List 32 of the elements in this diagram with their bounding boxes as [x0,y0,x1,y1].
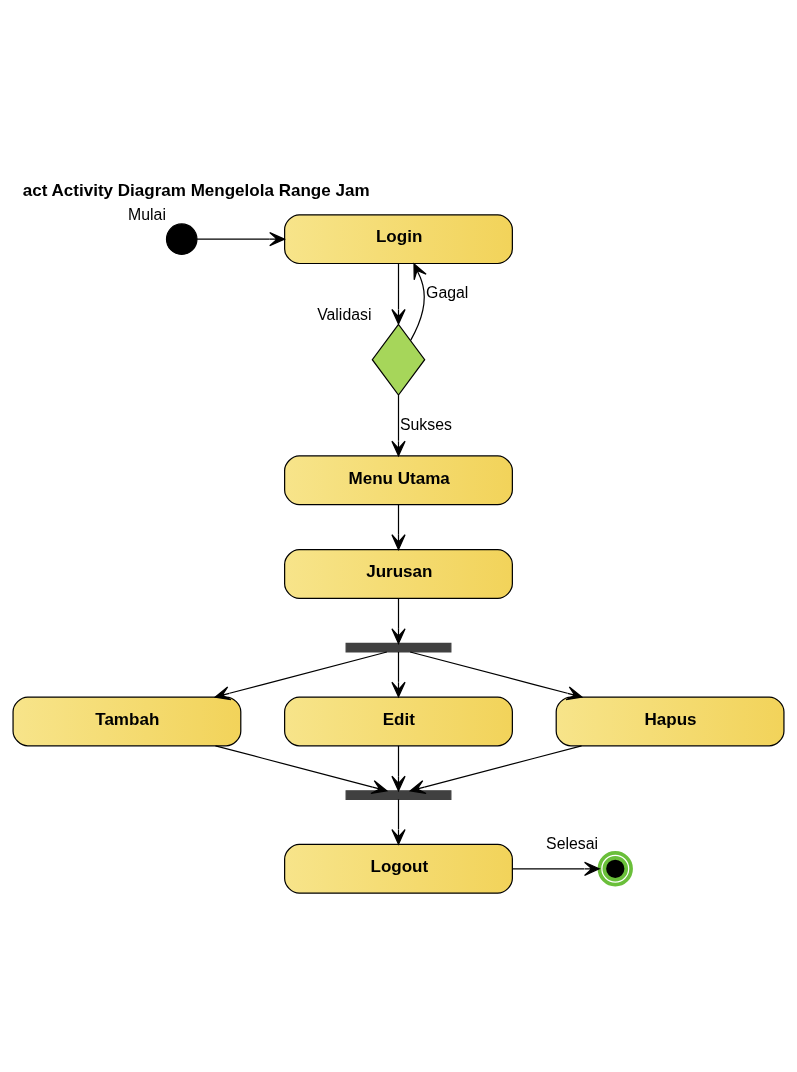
node-box: Hapus [555,696,785,747]
node-bar [345,642,452,653]
arrow [409,651,583,701]
arrow [391,263,406,325]
node-label: Mulai [128,205,166,223]
node-box: Login [284,214,513,265]
node-box: Jurusan [284,549,513,599]
arrow [410,263,427,341]
arrow [391,598,406,645]
arrow [391,394,406,457]
node-box: Edit [284,696,513,747]
node-box: Menu Utama [284,455,513,506]
diagram-title: act Activity Diagram Mengelola Range Jam [22,181,370,201]
node-bar [345,790,452,800]
arrow [196,231,285,247]
node-box: Tambah [12,696,242,747]
arrow [391,798,406,845]
node-box: Logout [284,843,513,894]
node-diamond [371,323,426,397]
arrow [409,745,583,795]
arrow [391,745,406,792]
node-label: Selesai [546,834,598,852]
node-circle [597,851,633,887]
arrow [391,504,406,550]
arrow [214,651,388,701]
node-label: Validasi [317,306,372,324]
arrow [214,745,388,795]
node-circle [165,223,198,255]
edge-label: Sukses [399,415,452,433]
arrow [391,651,406,698]
arrow [511,861,600,876]
edge-label: Gagal [426,284,469,302]
